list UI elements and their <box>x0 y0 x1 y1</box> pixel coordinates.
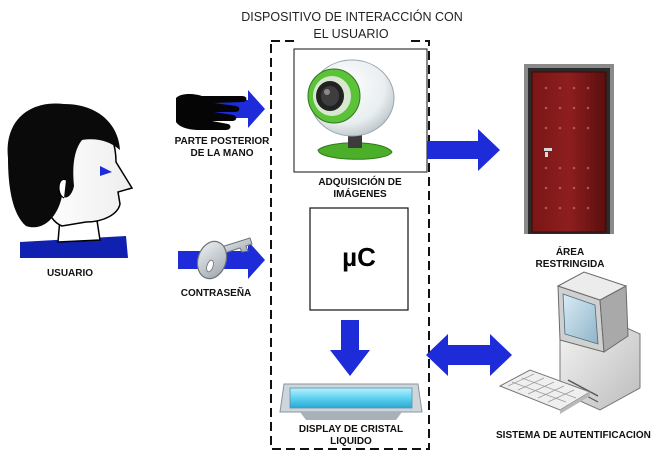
device-title-line2: EL USUARIO <box>296 26 406 42</box>
uc-to-display-arrow <box>330 320 370 376</box>
user-label: USUARIO <box>46 268 94 279</box>
lcd-display-icon <box>279 383 423 420</box>
key-icon <box>196 237 253 280</box>
user-head-icon <box>7 103 134 258</box>
device-title-line1: DISPOSITIVO DE INTERACCIÓN CON <box>241 10 463 24</box>
hand-label-line1: PARTE POSTERIOR <box>166 136 278 148</box>
microcontroller-box <box>309 207 409 311</box>
device-computer-double-arrow <box>426 334 512 376</box>
device-to-door-arrow <box>427 129 500 171</box>
computer-icon <box>498 271 641 414</box>
camera-label-line2: IMÁGENES <box>333 189 387 200</box>
restricted-door-icon <box>524 64 614 234</box>
restricted-area-label-line2: RESTRINGIDA <box>535 259 605 270</box>
microcontroller-text: µC <box>342 242 376 272</box>
restricted-area-label-line1: ÁREA <box>555 247 585 258</box>
webcam-icon <box>307 59 395 160</box>
display-label-line1: DISPLAY DE CRISTAL <box>284 424 418 436</box>
camera-label-line1: ADQUISICIÓN DE <box>318 177 402 188</box>
password-label: CONTRASEÑA <box>180 288 252 299</box>
auth-system-label: SISTEMA DE AUTENTIFICACIÓN <box>496 430 651 441</box>
hand-icon <box>176 94 247 130</box>
display-label-line2: LIQUIDO <box>330 436 372 447</box>
hand-label-line2: DE LA MANO <box>190 148 254 159</box>
